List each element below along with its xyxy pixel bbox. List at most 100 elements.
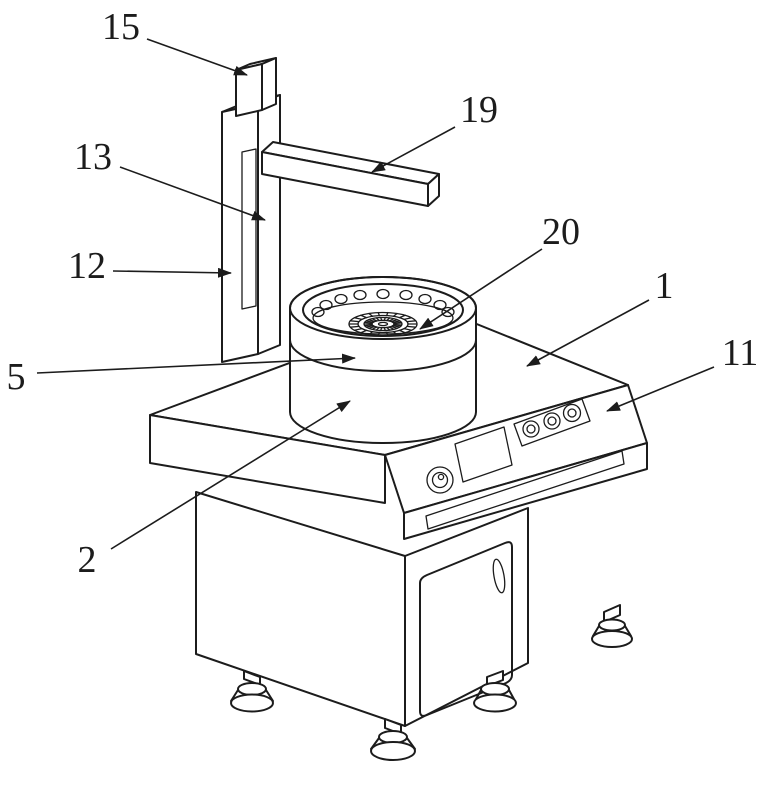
hub-gear-tooth [349, 320, 360, 323]
leader-line-15 [146, 38, 248, 76]
wall-hole [319, 299, 333, 311]
support-column [221, 94, 281, 363]
panel-button-3-cap [567, 408, 577, 418]
emergency-knob-inner [431, 471, 449, 489]
hub-gear-tooth [353, 317, 363, 321]
hub-gear-tooth [368, 331, 374, 336]
ref-label-5: 5 [7, 356, 26, 398]
ref-label-20: 20 [542, 211, 580, 253]
wall-hole [433, 299, 447, 311]
hub-gear-tooth [375, 326, 380, 331]
foot-back-right [591, 604, 633, 648]
hub-gear-tooth [392, 331, 398, 336]
hub-gear-tooth [392, 320, 401, 323]
ref-label-19: 19 [460, 89, 498, 131]
display-window [454, 426, 513, 483]
machine-feet [230, 604, 633, 761]
wall-hole [353, 289, 367, 301]
hub-gear-tooth [371, 318, 378, 322]
foot-front-center [370, 718, 416, 761]
column-slide-slot [241, 148, 257, 310]
foot-front-left [230, 670, 274, 713]
cabinet-left-face [195, 491, 406, 727]
hub-gear-tooth [377, 331, 381, 337]
hub-gear-tooth [406, 320, 417, 323]
leader-line-11 [606, 366, 715, 412]
emergency-knob-dot [437, 473, 445, 481]
column-front-face [221, 103, 259, 363]
hub-gear-tooth [365, 325, 374, 328]
hub-gear-tooth [406, 325, 417, 328]
door-handle [492, 558, 506, 594]
slab-front-band [403, 442, 648, 540]
hub-gear-tooth [380, 316, 383, 321]
hub-gear-tooth [368, 325, 376, 329]
column-side-face [257, 94, 281, 355]
hub-gear-tooth [390, 319, 398, 323]
hub-gear-tooth [393, 324, 403, 327]
hub-gear-teeth [348, 311, 418, 337]
hub-gear-tooth [360, 314, 368, 319]
hub-gear-tooth [349, 325, 360, 328]
leader-line-2 [110, 400, 351, 550]
ref-label-1: 1 [655, 265, 674, 307]
ref-label-13: 13 [74, 136, 112, 178]
hub-gear-tooth [392, 325, 401, 328]
panel-button-1 [522, 420, 540, 438]
cabinet-right-face [404, 507, 529, 727]
wall-hole [376, 288, 390, 300]
bowl-floor [312, 301, 454, 335]
cantilever-arm [261, 141, 440, 207]
hub-gear-tooth [390, 325, 398, 329]
cabinet-base [195, 491, 529, 727]
top-block-side-face [261, 57, 277, 111]
hub-gear-tooth [385, 331, 389, 337]
leader-line-5 [36, 353, 356, 374]
leader-line-19 [371, 126, 456, 173]
hub-gear-tooth [368, 319, 376, 323]
ref-label-12: 12 [68, 245, 106, 287]
panel-button-3 [562, 403, 582, 423]
hub-gear-tooth [360, 329, 368, 334]
hub-gear-tooth [393, 321, 403, 324]
cabinet-door [419, 541, 513, 717]
hub-gear-tooth [368, 312, 374, 317]
slab-left-face [149, 414, 386, 504]
hub-gear-tooth [383, 327, 386, 332]
hub-gear-tooth [380, 327, 383, 332]
wall-hole [418, 293, 432, 305]
button-cluster-plate [513, 398, 591, 447]
bowl-wall-holes [311, 288, 455, 318]
ref-label-11: 11 [722, 332, 759, 374]
column-top-block [235, 57, 277, 117]
foot-front-right [473, 670, 517, 713]
hub-gear-tooth [363, 324, 373, 327]
leader-line-12 [112, 267, 232, 278]
panel-button-2 [543, 412, 561, 430]
control-panel [425, 398, 625, 530]
hub-gear-tooth [353, 327, 363, 331]
wall-hole [399, 289, 413, 301]
ref-label-15: 15 [102, 6, 140, 48]
hub-gear-tooth [363, 321, 373, 324]
hub-gear-tooth [388, 318, 395, 322]
hub-gear-tooth [398, 329, 406, 334]
emergency-knob [426, 466, 454, 494]
hub-gear-tooth [385, 311, 389, 317]
panel-button-1-cap [526, 424, 536, 434]
leader-line-13 [119, 166, 266, 221]
panel-button-2-cap [547, 416, 557, 426]
hub-gear-tooth [377, 311, 381, 317]
leader-line-20 [419, 248, 543, 330]
hub-gear-tooth [383, 316, 386, 321]
hub-gear-tooth [375, 317, 380, 322]
wall-hole [334, 293, 348, 305]
hub-gear-tooth [386, 326, 391, 331]
arm-end-face [427, 173, 440, 207]
hub-gear-tooth [392, 312, 398, 317]
center-hub-gear [348, 311, 418, 337]
hub-gear-tooth [388, 326, 395, 330]
